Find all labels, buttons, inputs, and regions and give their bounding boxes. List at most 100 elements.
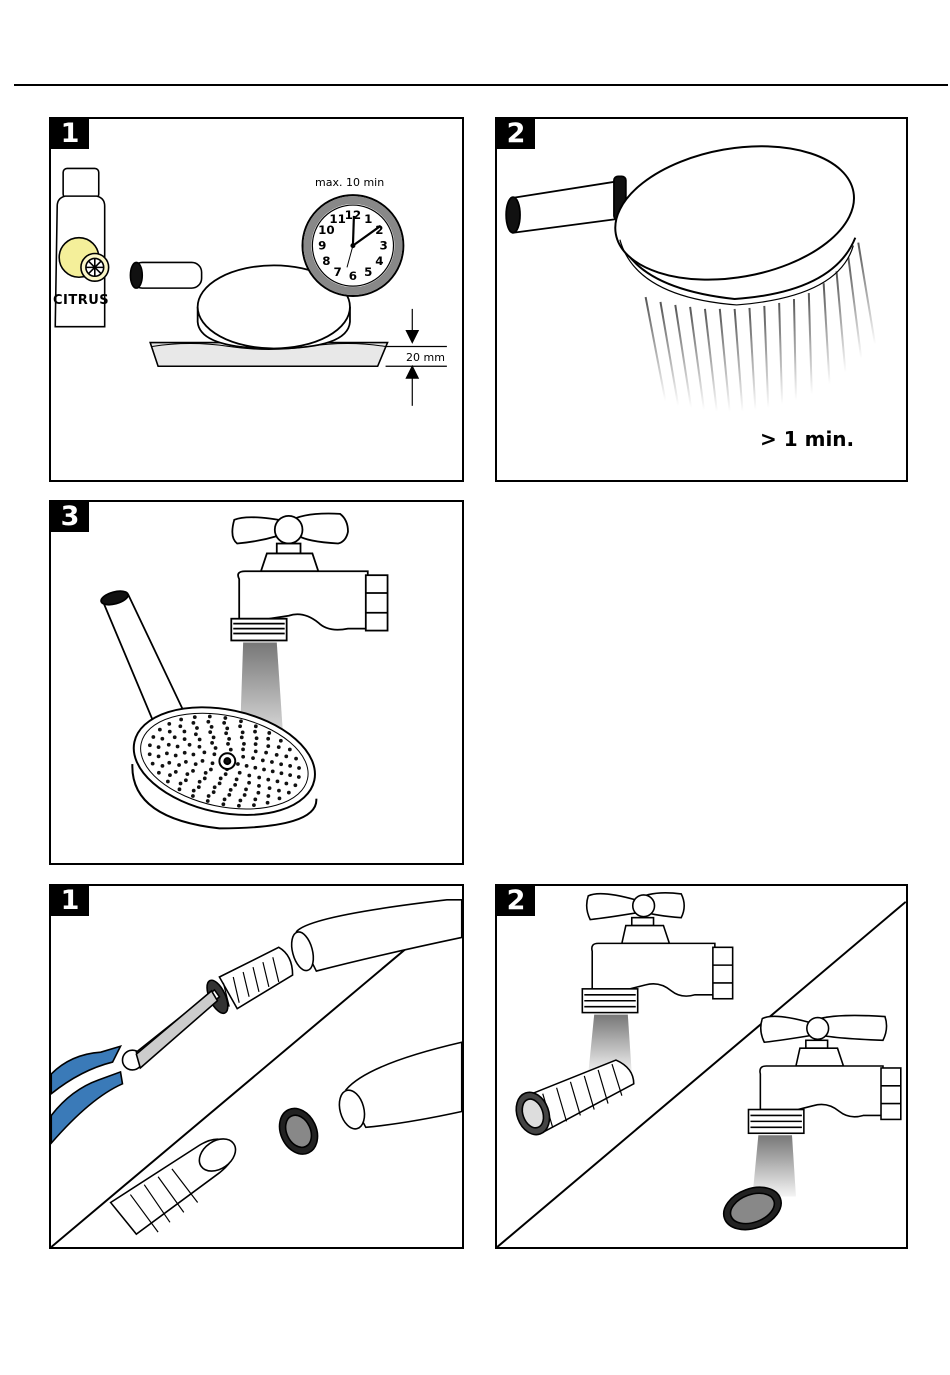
nozzle-hole — [241, 730, 245, 734]
nozzle-hole — [254, 742, 258, 746]
nozzle-hole — [288, 773, 292, 777]
top-rule — [14, 84, 948, 86]
nozzle-hole — [151, 735, 155, 739]
nozzle-hole — [219, 777, 223, 781]
nozzle-hole — [227, 737, 231, 741]
nozzle-hole — [287, 791, 291, 795]
nozzle-hole — [227, 793, 231, 797]
clock-numeral: 9 — [318, 239, 326, 253]
citrus-label: CITRUS — [53, 293, 109, 308]
flush-illustration — [497, 119, 906, 480]
nozzle-hole — [266, 778, 270, 782]
nozzle-hole — [224, 772, 228, 776]
nozzle-hole — [268, 786, 272, 790]
nozzle-hole — [148, 752, 152, 756]
nozzle-hole — [226, 742, 230, 746]
nozzle-hole — [277, 789, 281, 793]
nozzle-hole — [157, 745, 161, 749]
clock-numeral: 12 — [345, 208, 362, 222]
nozzle-hole — [184, 778, 188, 782]
nozzle-hole — [185, 772, 189, 776]
handle-end-icon — [288, 900, 462, 973]
hose-connector-icon — [111, 1132, 242, 1234]
nozzle-hole — [266, 794, 270, 798]
clock-numeral: 11 — [329, 212, 346, 226]
nozzle-hole — [235, 778, 239, 782]
nozzle-hole — [241, 747, 245, 751]
shower-handle-icon — [100, 589, 184, 724]
nozzle-hole — [262, 768, 266, 772]
nozzle-hole — [198, 745, 202, 749]
nozzle-hole — [183, 737, 187, 741]
nozzle-hole — [280, 771, 284, 775]
nozzle-hole — [288, 764, 292, 768]
nozzle-hole — [284, 755, 288, 759]
nozzle-hole — [174, 754, 178, 758]
nozzle-hole — [251, 756, 255, 760]
nozzle-hole — [208, 730, 212, 734]
clock-numeral: 1 — [364, 212, 372, 226]
nozzle-hole — [167, 743, 171, 747]
nozzle-hole — [209, 768, 213, 772]
nozzle-hole — [192, 789, 196, 793]
max-time-label: max. 10 min — [315, 176, 384, 189]
nozzle-hole — [225, 727, 229, 731]
nozzle-hole — [279, 762, 283, 766]
nozzle-hole — [183, 730, 187, 734]
nozzle-hole — [297, 766, 301, 770]
handle-end-icon — [335, 1042, 461, 1131]
nozzle-hole — [233, 783, 237, 787]
nozzle-hole — [178, 787, 182, 791]
shower-handle-icon — [130, 262, 201, 288]
nozzle-hole — [192, 721, 196, 725]
step-number: 1 — [51, 119, 89, 149]
panel-rinse-filter: 2 — [495, 884, 908, 1249]
nozzle-hole — [266, 801, 270, 805]
panel-rinse: 3 — [49, 500, 464, 865]
nozzle-hole — [198, 780, 202, 784]
tap-icon — [582, 893, 732, 1013]
nozzle-hole — [261, 759, 265, 763]
nozzle-hole — [238, 771, 242, 775]
nozzle-hole — [161, 764, 165, 768]
nozzle-hole — [157, 771, 161, 775]
nozzle-hole — [212, 736, 216, 740]
nozzle-hole — [257, 784, 261, 788]
nozzle-hole — [160, 737, 164, 741]
nozzle-hole — [151, 762, 155, 766]
step-number: 2 — [497, 119, 535, 149]
nozzle-hole — [257, 791, 261, 795]
nozzle-hole — [253, 766, 257, 770]
nozzle-hole — [212, 752, 216, 756]
nozzle-hole — [222, 721, 226, 725]
nozzle-hole — [242, 742, 246, 746]
nozzle-hole — [237, 804, 241, 808]
nozzle-hole — [240, 736, 244, 740]
nozzle-hole — [229, 748, 233, 752]
nozzle-hole — [241, 755, 245, 759]
depth-label: 20 mm — [406, 351, 445, 364]
shower-handle-icon — [506, 176, 626, 232]
nozzle-hole — [224, 731, 228, 735]
nozzle-hole — [247, 781, 251, 785]
nozzle-hole — [168, 773, 172, 777]
panel-remove-filter: 1 — [49, 884, 464, 1249]
clock-numeral: 8 — [322, 254, 330, 268]
nozzle-hole — [254, 724, 258, 728]
filter-insert-icon — [511, 1060, 634, 1139]
nozzle-hole — [252, 803, 256, 807]
nozzle-hole — [238, 724, 242, 728]
nozzle-hole — [203, 777, 207, 781]
nozzle-hole — [210, 725, 214, 729]
nozzle-hole — [293, 783, 297, 787]
nozzle-hole — [238, 799, 242, 803]
nozzle-hole — [244, 788, 248, 792]
nozzle-hole — [211, 761, 215, 765]
nozzle-hole — [194, 762, 198, 766]
nozzle-hole — [257, 776, 261, 780]
nozzle-hole — [223, 798, 227, 802]
tap-icon — [231, 514, 387, 641]
nozzle-hole — [191, 794, 195, 798]
filter-screen-icon — [272, 1102, 324, 1160]
